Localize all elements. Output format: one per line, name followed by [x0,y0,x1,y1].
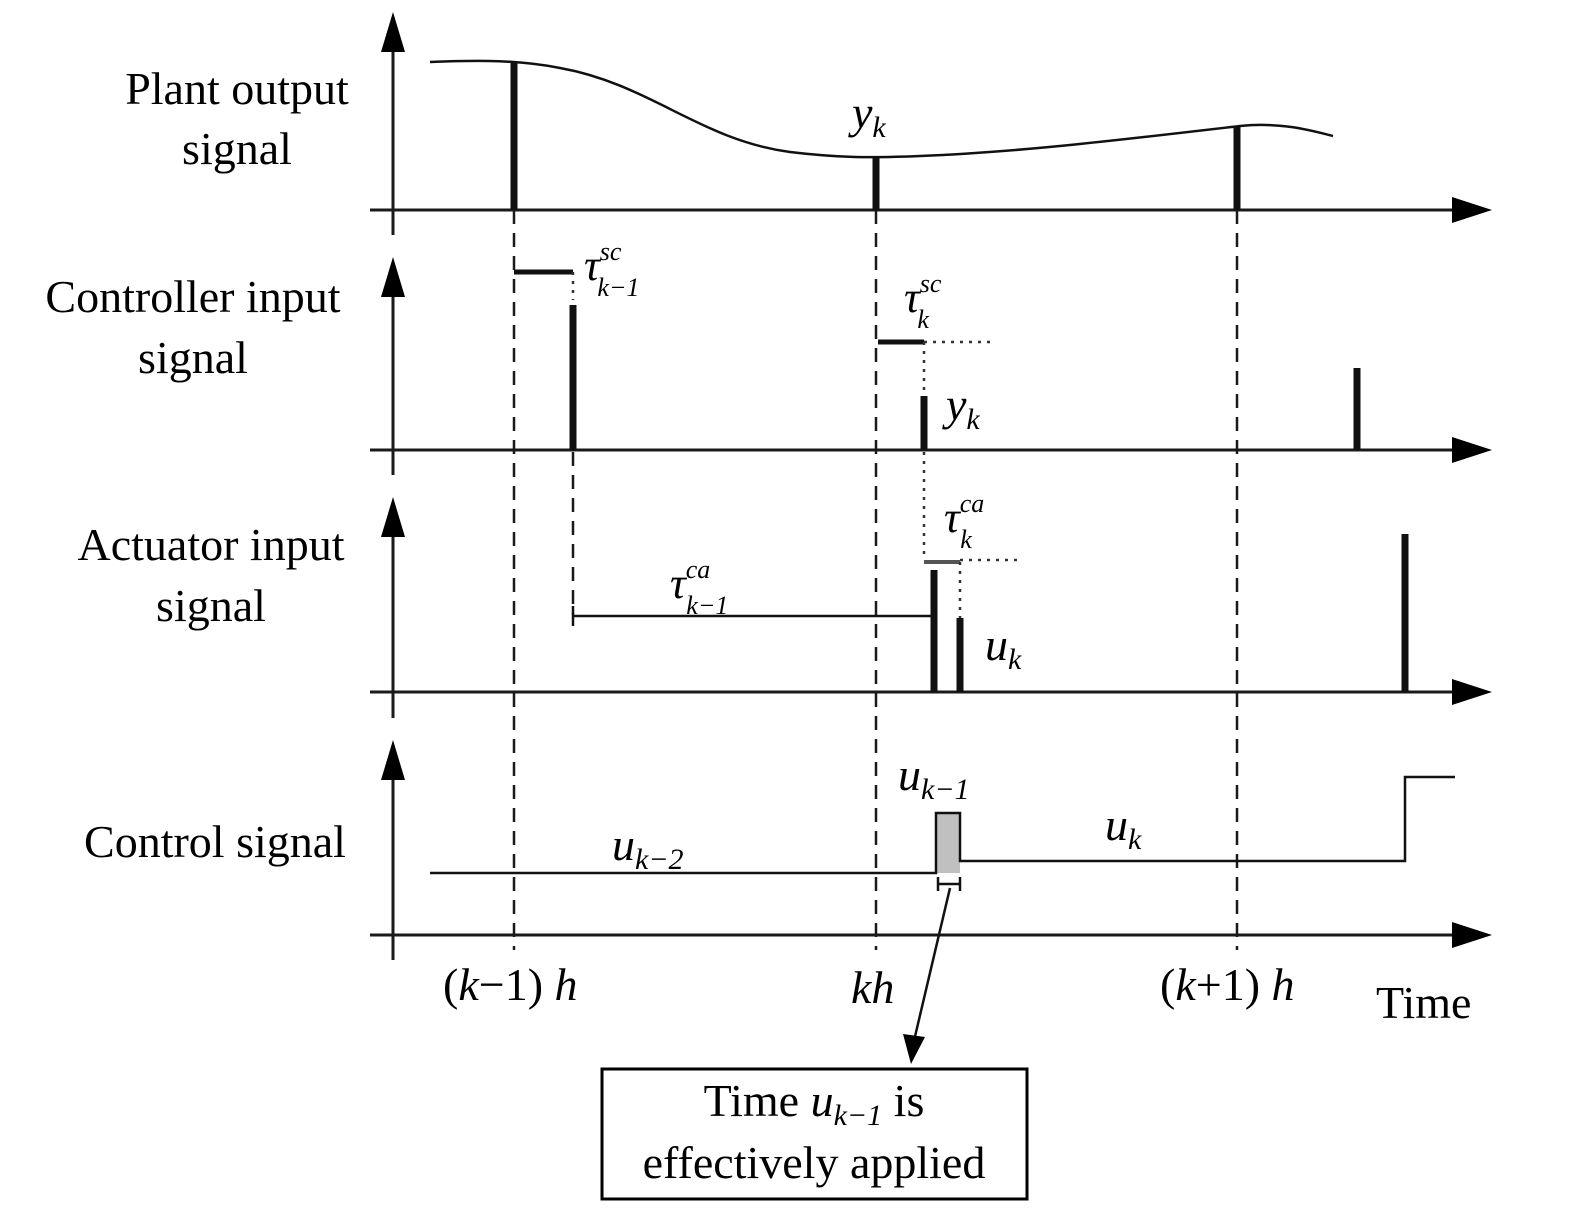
actuator-label-line2: signal [156,580,266,631]
callout: Time uk−1 is effectively applied [600,887,1029,1201]
tick-k-plus-1: (k+1) h [1160,959,1295,1010]
control-signal-label: Control signal [84,816,346,867]
control-time-arrowhead [1452,922,1492,948]
actuator-y-arrowhead [381,497,405,537]
plant-label-line1: Plant output [125,63,349,114]
plant-output-panel: yk [429,59,1334,210]
controller-yk-label: yk [942,379,980,436]
tick-k-minus-1: (k−1) h [443,959,578,1010]
tick-k: kh [851,962,894,1013]
actuator-label-line1: Actuator input [78,519,345,570]
controller-label-line1: Controller input [45,271,340,322]
plant-y-arrowhead [381,12,405,52]
plant-time-arrowhead [1452,197,1492,223]
plant-yk-label: yk [848,87,886,144]
axis-labels: Plant output signal Controller input sig… [45,63,349,867]
axes [370,12,1492,960]
u-k-minus-1-applied-window [936,813,960,873]
u-k-minus-1-label: uk−1 [898,749,970,806]
controller-time-arrowhead [1452,437,1492,463]
callout-box [600,1067,1029,1201]
u-k-label: uk [1105,799,1142,856]
u-k-minus-2-label: uk−2 [612,819,684,876]
tick-labels: (k−1) h kh (k+1) h Time [443,959,1471,1028]
callout-line1: Time uk−1 is [704,1075,925,1132]
control-signal-staircase [430,775,1455,875]
callout-line2: effectively applied [643,1137,986,1188]
callout-arrowhead [903,1034,925,1064]
actuator-time-arrowhead [1452,679,1492,705]
actuator-uk-label: uk [985,619,1022,676]
control-signal-panel: uk−2 uk−1 uk [430,749,1455,891]
sampling-guides [512,210,1239,950]
controller-y-arrowhead [381,257,405,297]
time-axis-label: Time [1376,977,1471,1028]
control-y-arrowhead [381,740,405,780]
callout-arrow-line [911,887,952,1046]
controller-label-line2: signal [138,332,248,383]
plant-label-line2: signal [182,123,292,174]
